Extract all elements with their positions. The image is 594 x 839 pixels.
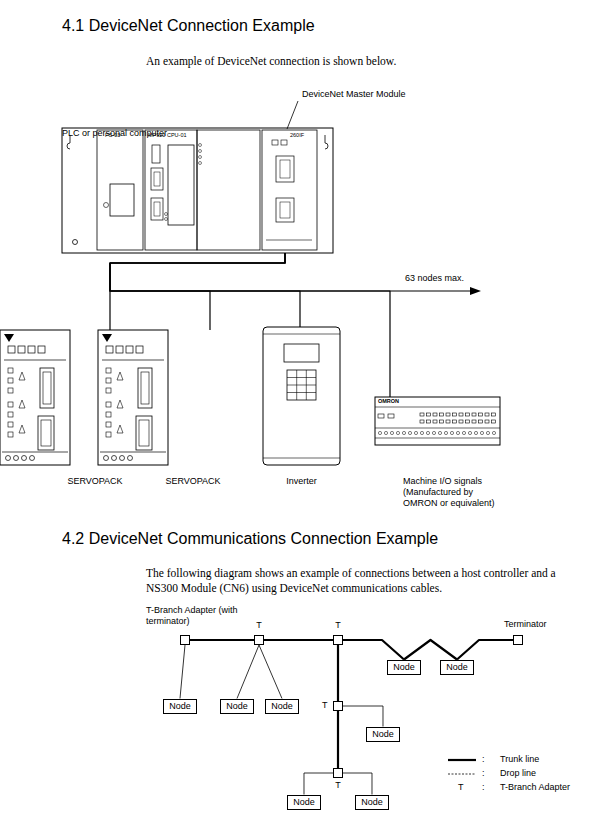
node-label: Node — [169, 701, 191, 711]
section-heading: 4.1 DeviceNet Connection Example — [62, 17, 315, 35]
node-label: Node — [393, 662, 415, 672]
brand-label: OMRON — [378, 398, 399, 405]
servopack: SERVOPACK — [158, 330, 228, 465]
node-box: Node — [265, 699, 299, 714]
drop-line — [304, 773, 333, 795]
trunk-line — [264, 639, 333, 641]
drop-line — [259, 645, 282, 699]
legend-colon: : — [482, 782, 485, 794]
node-caption: SERVOPACK — [67, 476, 122, 487]
legend-text: Trunk line — [500, 754, 539, 765]
io-unit: Machine I/O signals (Manufactured by OMR… — [375, 397, 500, 445]
legend-colon: : — [482, 754, 485, 766]
section-heading: 4.2 DeviceNet Communications Connection … — [62, 529, 438, 550]
t-branch-adapter: T — [254, 635, 264, 645]
bus-cable — [110, 253, 390, 397]
inverter-figure — [263, 327, 340, 465]
node-caption: T — [335, 780, 341, 791]
module-label: 260IF — [290, 132, 304, 139]
node-caption: T — [322, 700, 328, 711]
node-label: Node — [446, 662, 468, 672]
drop-line — [343, 706, 383, 727]
plc-rack — [62, 128, 333, 253]
legend-symbol: T — [458, 782, 464, 794]
inverter: Inverter — [263, 327, 340, 465]
trunk-line — [337, 645, 339, 701]
node-caption: DeviceNet Master Module — [302, 89, 406, 100]
node-label: Node — [271, 701, 293, 711]
t-branch-adapter: T — [333, 635, 343, 645]
node-label: Node — [361, 797, 383, 807]
io-leds — [378, 413, 495, 435]
t-branch-adapter: T — [333, 768, 343, 778]
bus-note: 63 nodes max. — [405, 273, 464, 285]
drop-line — [180, 645, 185, 699]
node-label: Node — [293, 797, 315, 807]
trunk-line — [343, 640, 404, 660]
node-caption: Machine I/O signals (Manufactured by OMR… — [403, 476, 503, 509]
node-box: Node — [220, 699, 254, 714]
node-caption: PLC or personal computer — [62, 128, 167, 139]
drop-line — [237, 645, 259, 699]
legend-text: Drop line — [500, 768, 536, 779]
node-caption: SERVOPACK — [165, 476, 220, 487]
paragraph: An example of DeviceNet connection is sh… — [146, 54, 396, 69]
node-box: Node — [163, 699, 197, 714]
servopack: SERVOPACK — [60, 330, 130, 465]
node-box: Node — [287, 795, 321, 810]
io-unit-figure — [375, 397, 500, 445]
trunk-line — [404, 640, 457, 660]
node-box: Node — [387, 660, 421, 675]
drop-line — [343, 773, 372, 795]
plc-rack: DeviceNet Master Module PLC or personal c… — [62, 128, 333, 253]
node-label: Node — [372, 729, 394, 739]
node-caption: T — [335, 620, 341, 631]
node-caption: T — [256, 620, 262, 631]
paragraph: The following diagram shows an example o… — [146, 566, 576, 596]
node-box: Node — [366, 727, 400, 742]
trunk-line — [457, 640, 513, 660]
servopack-figure — [0, 330, 70, 465]
node-box: Node — [440, 660, 474, 675]
leader-line — [287, 101, 298, 129]
trunk-line — [190, 639, 254, 641]
t-branch-adapter: T — [333, 701, 343, 711]
node-caption: T-Branch Adapter (with terminator) — [146, 605, 241, 627]
legend-colon: : — [482, 768, 485, 780]
node-box: Node — [355, 795, 389, 810]
master-module: DeviceNet Master Module — [262, 128, 317, 253]
legend-samples — [448, 760, 476, 774]
bus-cable — [110, 253, 300, 327]
legend-text: T-Branch Adapter — [500, 782, 570, 793]
servopack-figure — [98, 330, 168, 465]
node-caption: Inverter — [286, 476, 317, 487]
trunk-line — [337, 711, 339, 768]
terminator: Terminator — [513, 635, 523, 645]
node-caption: Terminator — [504, 619, 547, 630]
node-label: Node — [226, 701, 248, 711]
t-branch-adapter: T-Branch Adapter (with terminator) — [180, 635, 190, 645]
